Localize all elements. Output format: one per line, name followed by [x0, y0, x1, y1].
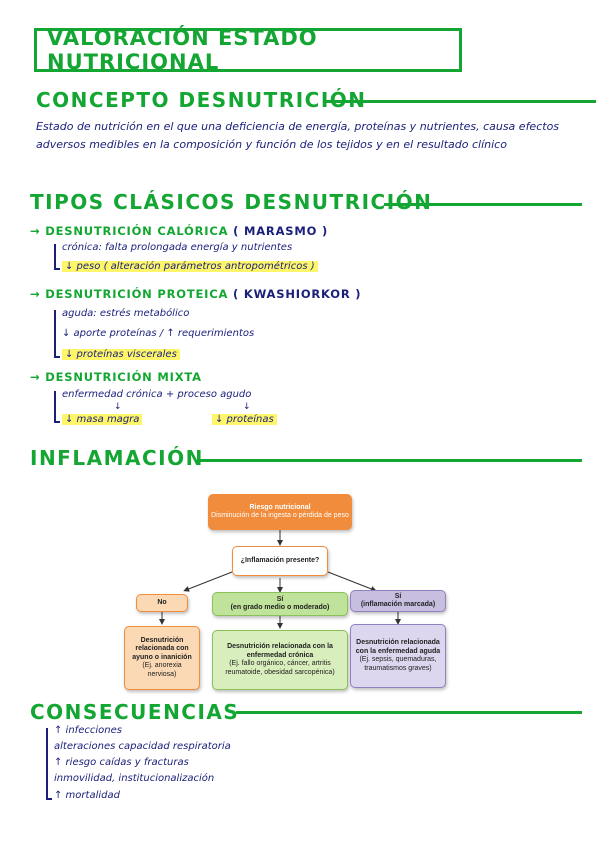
list-item: ↑ mortalidad: [54, 790, 120, 801]
arrow-down-icon: ↓: [114, 402, 122, 412]
caloric-heading: → DESNUTRICIÓN CALÓRICA ( MARASMO ): [30, 224, 329, 238]
inflammation-rule: [198, 459, 582, 462]
list-item: ↓ peso ( alteración parámetros antropomé…: [62, 261, 318, 272]
arrow-right-icon: →: [30, 224, 46, 238]
page-title: VALORACIÓN ESTADO NUTRICIONAL: [34, 26, 462, 74]
inflammation-heading: INFLAMACIÓN: [30, 446, 204, 470]
list-item: enfermedad crónica + proceso agudo: [62, 389, 252, 400]
list-item: ↓ proteínas viscerales: [62, 349, 180, 360]
tree-line: [54, 310, 56, 356]
concept-rule: [326, 100, 596, 103]
tree-line: [54, 391, 56, 421]
flow-box-risk: Riesgo nutricional Disminución de la ing…: [208, 494, 352, 530]
flow-box-outcome-chronic: Desnutrición relacionada con la enfermed…: [212, 630, 348, 690]
list-item: ↓ masa magra: [62, 414, 143, 425]
concept-heading: CONCEPTO DESNUTRICIÓN: [36, 88, 367, 112]
protein-heading: → DESNUTRICIÓN PROTEICA ( KWASHIORKOR ): [30, 287, 362, 301]
arrow-down-icon: ↓: [243, 402, 251, 412]
arrow-right-icon: →: [30, 287, 46, 301]
flow-box-yes-moderate: Sí (en grado medio o moderado): [212, 592, 348, 616]
concept-text: Estado de nutrición en el que una defici…: [36, 120, 560, 151]
tree-line: [54, 244, 56, 268]
types-rule: [384, 203, 582, 206]
list-item: ↑ riesgo caídas y fracturas: [54, 757, 189, 768]
arrow-right-icon: →: [30, 370, 46, 384]
list-item: ↓ proteínas: [212, 414, 277, 425]
flow-box-question: ¿Inflamación presente?: [232, 546, 328, 576]
list-item: alteraciones capacidad respiratoria: [54, 741, 231, 752]
tree-branch: [54, 268, 60, 270]
list-item: ↓ aporte proteínas / ↑ requerimientos: [62, 328, 255, 339]
protein-name: ( KWASHIORKOR ): [233, 287, 362, 301]
caloric-name: ( MARASMO ): [233, 224, 329, 238]
tree-line: [46, 728, 48, 798]
list-item: ↑ infecciones: [54, 725, 122, 736]
flow-box-no: No: [136, 594, 188, 612]
flow-box-outcome-acute: Desnutrición relacionada con la enfermed…: [350, 624, 446, 688]
tree-branch: [54, 421, 60, 423]
flow-arrow: [183, 571, 233, 592]
tree-branch: [46, 798, 52, 800]
list-item: aguda: estrés metabólico: [62, 308, 190, 319]
consequences-heading: CONSECUENCIAS: [30, 700, 240, 724]
flow-box-outcome-fasting: Desnutrición relacionada con ayuno o ina…: [124, 626, 200, 690]
list-item: crónica: falta prolongada energía y nutr…: [62, 242, 293, 253]
flow-arrow: [327, 571, 377, 592]
types-heading: TIPOS CLÁSICOS DESNUTRICIÓN: [30, 190, 433, 214]
mixed-heading: → DESNUTRICIÓN MIXTA: [30, 370, 202, 384]
list-item: inmovilidad, institucionalización: [54, 773, 215, 784]
consequences-rule: [236, 711, 582, 714]
flow-box-yes-marked: Sí (inflamación marcada): [350, 590, 446, 612]
tree-branch: [54, 356, 60, 358]
